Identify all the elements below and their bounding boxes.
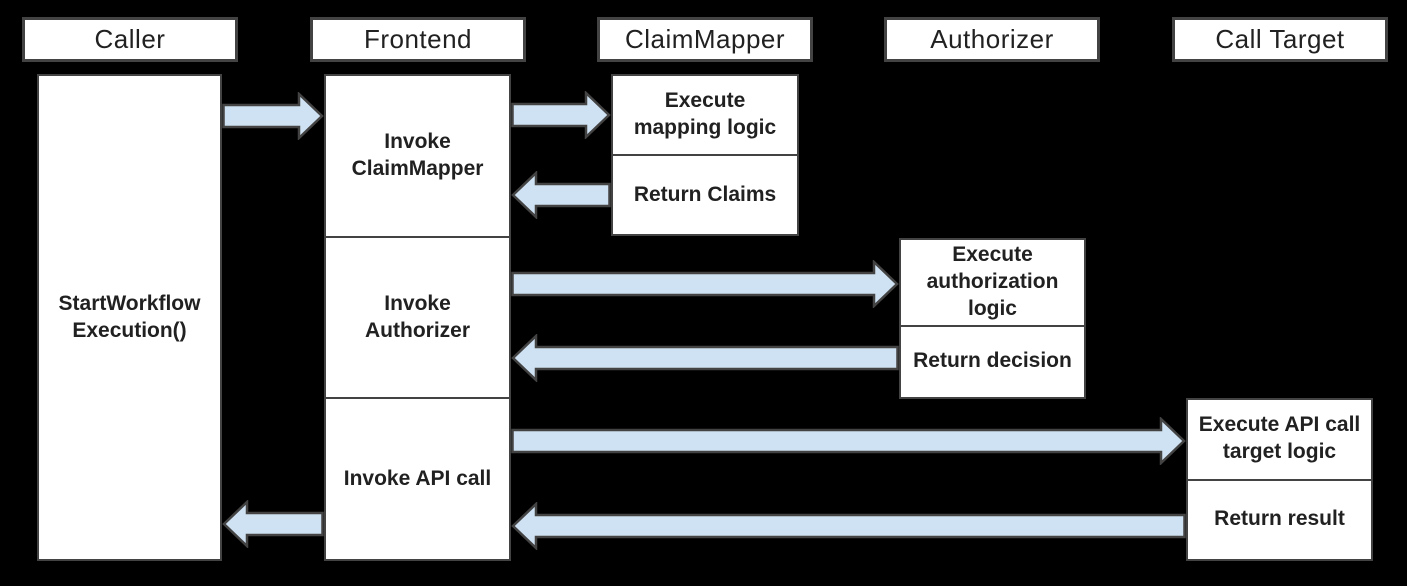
activity-execute-authorization-logic: Execute authorization logic: [901, 240, 1084, 325]
activity-label-line: Authorizer: [365, 318, 470, 342]
arrow-authorizer-return-to-frontend-icon: [511, 334, 899, 382]
activity-label-line: ClaimMapper: [351, 156, 484, 180]
activity-label-line: StartWorkflow: [58, 291, 201, 315]
participant-label: Frontend: [363, 24, 473, 54]
activity-label-line: Execution(): [72, 318, 187, 342]
lifeline-calltarget: Execute API call target logic Return res…: [1186, 398, 1373, 561]
participant-header-frontend: Frontend: [310, 17, 526, 62]
lifeline-claimmapper: Execute mapping logic Return Claims: [611, 74, 799, 236]
activity-label-line: Invoke: [384, 129, 451, 153]
activity-execute-mapping-logic: Execute mapping logic: [613, 76, 797, 154]
activity-execute-api-call-target-logic: Execute API call target logic: [1188, 400, 1371, 479]
activity-return-decision: Return decision: [901, 324, 1084, 397]
activity-invoke-claimmapper: Invoke ClaimMapper: [326, 76, 509, 236]
arrow-frontend-return-to-caller-icon: [222, 500, 324, 548]
activity-label-line: mapping logic: [633, 116, 777, 139]
arrow-claimmapper-return-to-frontend-icon: [511, 171, 611, 219]
participant-header-claimmapper: ClaimMapper: [597, 17, 813, 62]
participant-header-authorizer: Authorizer: [884, 17, 1100, 62]
activity-label-line: Invoke API call: [343, 466, 492, 490]
participant-header-calltarget: Call Target: [1172, 17, 1388, 62]
participant-label: ClaimMapper: [624, 24, 786, 54]
lifeline-authorizer: Execute authorization logic Return decis…: [899, 238, 1086, 399]
activity-label-line: logic: [967, 296, 1017, 320]
activity-invoke-api-call: Invoke API call: [326, 397, 509, 559]
arrow-frontend-to-claimmapper-icon: [511, 91, 611, 139]
activity-label-line: Invoke: [384, 291, 451, 315]
lifeline-caller: StartWorkflow Execution(): [37, 74, 222, 561]
activity-label-line: target logic: [1222, 440, 1337, 464]
activity-label-line: authorization: [926, 269, 1059, 293]
arrow-calltarget-return-to-frontend-icon: [511, 502, 1186, 550]
activity-label-line: Return Claims: [633, 182, 777, 206]
activity-label-line: Execute API call: [1198, 413, 1361, 437]
activity-label-line: Execute: [952, 243, 1033, 266]
activity-return-result: Return result: [1188, 478, 1371, 560]
participant-label: Caller: [94, 24, 166, 54]
activity-label-line: Return decision: [913, 349, 1072, 373]
participant-label: Authorizer: [930, 24, 1054, 54]
participant-header-caller: Caller: [22, 17, 238, 62]
participant-label: Call Target: [1215, 24, 1345, 54]
activity-label-line: Execute: [664, 89, 746, 113]
arrow-frontend-to-calltarget-icon: [511, 417, 1186, 465]
activity-startworkflowexecution: StartWorkflow Execution(): [39, 76, 220, 559]
arrow-caller-to-frontend-icon: [222, 92, 324, 140]
arrow-frontend-to-authorizer-icon: [511, 260, 899, 308]
activity-invoke-authorizer: Invoke Authorizer: [326, 235, 509, 398]
activity-return-claims: Return Claims: [613, 154, 797, 234]
lifeline-frontend: Invoke ClaimMapper Invoke Authorizer Inv…: [324, 74, 511, 561]
activity-label-line: Return result: [1214, 507, 1345, 531]
